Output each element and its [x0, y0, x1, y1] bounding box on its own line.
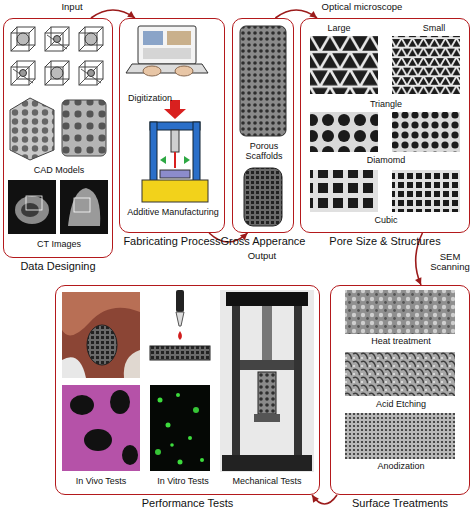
image-caption: Triangle — [346, 99, 426, 109]
image-caption: In Vitro Tests — [143, 476, 223, 486]
stage-title: Pore Size & Structures — [329, 235, 440, 247]
flow-arrow — [312, 495, 337, 504]
image-caption: Mechanical Tests — [221, 476, 313, 486]
image-caption: Digitization — [115, 93, 185, 103]
image-caption: Anodization — [336, 461, 466, 471]
stage-title: Surface Treatments — [352, 497, 448, 509]
edge-label: Output — [240, 251, 284, 261]
arrow-line — [91, 10, 135, 18]
image-caption: Heat treatment — [336, 336, 466, 346]
edge-label: Optical microscope — [307, 2, 417, 12]
image-caption: Additive Manufacturing — [121, 207, 225, 217]
stage-title: Fabricating Process — [123, 235, 220, 247]
stage-box: Gross ApperancePorous Scaffolds — [232, 18, 294, 233]
image-caption: In Vivo Tests — [61, 476, 141, 486]
image-caption: Acid Etching — [336, 399, 466, 409]
image-caption: Diamomd — [346, 155, 426, 165]
stage-box: Surface TreatmentsHeat treatmentAcid Etc… — [330, 285, 470, 495]
arrow-line — [312, 495, 337, 504]
arrow-line — [275, 10, 317, 18]
stage-title: Data Designing — [20, 260, 95, 272]
stage-title: Gross Apperance — [221, 235, 306, 247]
image-caption: Porous Scaffolds — [234, 141, 294, 161]
image-caption: Small — [414, 23, 454, 33]
stage-box: Performance TestsIn Vivo TestsIn Vitro T… — [55, 285, 320, 495]
arrow-head — [309, 11, 317, 18]
image-caption: CT Images — [9, 239, 109, 249]
edge-label: SEM Scanning — [430, 252, 470, 272]
stage-title: Performance Tests — [142, 497, 234, 509]
stage-box: Pore Size & StructuresLargeSmallTriangle… — [300, 18, 470, 233]
arrow-head — [312, 495, 319, 503]
image-caption: Large — [319, 23, 359, 33]
stage-box: Data DesigningCAD ModelsCT Images — [3, 18, 113, 258]
stage-box: Fabricating ProcessDigitizationAdditive … — [119, 18, 225, 233]
arrow-head — [127, 11, 135, 18]
arrow-head — [415, 277, 421, 285]
image-caption: Cubic — [346, 215, 426, 225]
flow-arrow — [275, 10, 317, 18]
edge-label: Input — [52, 2, 92, 12]
image-caption: CAD Models — [9, 165, 109, 175]
flow-arrow — [91, 10, 135, 18]
